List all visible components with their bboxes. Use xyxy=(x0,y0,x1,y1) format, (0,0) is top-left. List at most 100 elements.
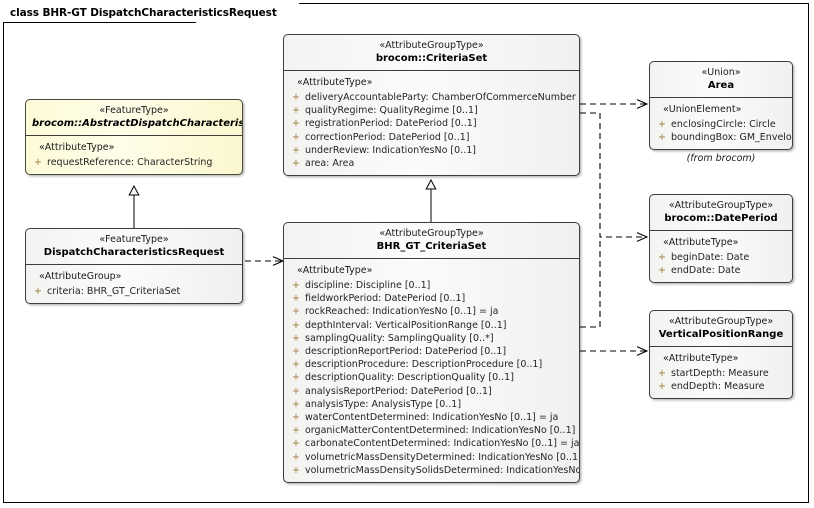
attribute-text: criteria: BHR_GT_CriteriaSet xyxy=(47,286,181,297)
attribute-row: + enclosingCircle: Circle xyxy=(650,118,792,131)
class-name: brocom::CriteriaSet xyxy=(375,53,488,64)
class-vertical-position-range[interactable]: «AttributeGroupType» VerticalPositionRan… xyxy=(649,310,793,400)
attribute-row: + volumetricMassDensitySolidsDetermined:… xyxy=(284,464,579,477)
attribute-text: volumetricMassDensityDetermined: Indicat… xyxy=(305,451,580,463)
visibility-marker: + xyxy=(292,412,300,424)
class-body: «AttributeGroup» + criteria: BHR_GT_Crit… xyxy=(26,265,242,303)
attribute-row: + samplingQuality: SamplingQuality [0..*… xyxy=(284,332,579,345)
attribute-row: + waterContentDetermined: IndicationYesN… xyxy=(284,411,579,424)
class-stereotype: «FeatureType» xyxy=(99,105,169,116)
visibility-marker: + xyxy=(292,293,300,305)
attribute-row: + fieldworkPeriod: DatePeriod [0..1] xyxy=(284,292,579,305)
attribute-text: underReview: IndicationYesNo [0..1] xyxy=(305,144,476,156)
attribute-text: descriptionReportPeriod: DatePeriod [0..… xyxy=(305,346,507,358)
visibility-marker: + xyxy=(658,119,666,130)
attribute-text: enclosingCircle: Circle xyxy=(671,119,776,130)
attribute-text: carbonateContentDetermined: IndicationYe… xyxy=(305,438,580,450)
attribute-text: discipline: Discipline [0..1] xyxy=(305,280,431,291)
class-stereotype: «AttributeGroupType» xyxy=(379,228,484,239)
attribute-row: + registrationPeriod: DatePeriod [0..1] xyxy=(284,117,579,130)
attribute-group-stereotype: «AttributeType» xyxy=(297,77,373,88)
attribute-text: registrationPeriod: DatePeriod [0..1] xyxy=(305,118,477,130)
attribute-text: endDate: Date xyxy=(671,265,741,277)
visibility-marker: + xyxy=(292,144,300,156)
attribute-row: + volumetricMassDensityDetermined: Indic… xyxy=(284,451,579,464)
attribute-row: + endDate: Date xyxy=(650,264,792,277)
visibility-marker: + xyxy=(292,306,300,318)
visibility-marker: + xyxy=(292,280,300,291)
visibility-marker: + xyxy=(292,319,300,331)
class-stereotype: «AttributeGroupType» xyxy=(668,200,774,211)
attribute-row: + analysisReportPeriod: DatePeriod [0..1… xyxy=(284,385,579,398)
visibility-marker: + xyxy=(292,372,300,384)
attribute-text: deliveryAccountableParty: ChamberOfComme… xyxy=(305,92,580,103)
class-body: «AttributeType» + deliveryAccountablePar… xyxy=(284,71,579,175)
attribute-group-stereotype: «AttributeType» xyxy=(663,353,739,364)
visibility-marker: + xyxy=(658,265,666,277)
attribute-text: correctionPeriod: DatePeriod [0..1] xyxy=(305,131,470,143)
attribute-row: + startDepth: Measure xyxy=(650,367,792,380)
visibility-marker: + xyxy=(292,464,300,476)
class-stereotype: «Union» xyxy=(701,67,741,78)
class-name: Area xyxy=(707,80,735,91)
attribute-row: + descriptionReportPeriod: DatePeriod [0… xyxy=(284,345,579,358)
class-abstract-dispatch-characteristics-request[interactable]: «FeatureType» brocom::AbstractDispatchCh… xyxy=(25,99,243,176)
attribute-text: beginDate: Date xyxy=(671,252,750,263)
class-bhr-gt-criteria-set[interactable]: «AttributeGroupType» BHR_GT_CriteriaSet … xyxy=(283,222,580,484)
class-stereotype: «FeatureType» xyxy=(99,234,169,245)
class-header: «FeatureType» brocom::AbstractDispatchCh… xyxy=(26,100,242,136)
class-header: «Union» Area xyxy=(650,62,792,98)
diagram-frame xyxy=(3,3,809,503)
attribute-group-stereotype: «AttributeType» xyxy=(663,237,739,248)
visibility-marker: + xyxy=(34,157,42,168)
attribute-text: boundingBox: GM_Envelope xyxy=(671,132,793,144)
attribute-row: + correctionPeriod: DatePeriod [0..1] xyxy=(284,131,579,144)
attribute-text: descriptionQuality: DescriptionQuality [… xyxy=(305,372,514,384)
attribute-text: requestReference: CharacterString xyxy=(47,157,213,168)
visibility-marker: + xyxy=(292,451,300,463)
attribute-text: analysisReportPeriod: DatePeriod [0..1] xyxy=(305,385,492,397)
class-body: «AttributeType» + requestReference: Char… xyxy=(26,136,242,174)
class-name: DispatchCharacteristicsRequest xyxy=(43,247,225,258)
class-area[interactable]: «Union» Area «UnionElement» + enclosingC… xyxy=(649,61,793,151)
attribute-text: rockReached: IndicationYesNo [0..1] = ja xyxy=(305,306,499,318)
attribute-row: + beginDate: Date xyxy=(650,251,792,264)
attribute-text: qualityRegime: QualityRegime [0..1] xyxy=(305,105,478,117)
attribute-row: + descriptionQuality: DescriptionQuality… xyxy=(284,371,579,384)
attribute-row: + criteria: BHR_GT_CriteriaSet xyxy=(26,285,242,298)
visibility-marker: + xyxy=(292,398,300,410)
visibility-marker: + xyxy=(292,438,300,450)
attribute-row: + area: Area xyxy=(284,157,579,170)
attribute-text: samplingQuality: SamplingQuality [0..*] xyxy=(305,332,494,344)
attribute-text: waterContentDetermined: IndicationYesNo … xyxy=(305,412,559,424)
class-brocom-date-period[interactable]: «AttributeGroupType» brocom::DatePeriod … xyxy=(649,194,793,284)
class-name: brocom::DatePeriod xyxy=(664,213,778,224)
attribute-row: + carbonateContentDetermined: Indication… xyxy=(284,437,579,450)
attribute-group-stereotype: «AttributeGroup» xyxy=(39,271,122,282)
attribute-group-stereotype: «AttributeType» xyxy=(297,265,373,276)
area-package-note: (from brocom) xyxy=(686,153,756,164)
attribute-row: + underReview: IndicationYesNo [0..1] xyxy=(284,144,579,157)
visibility-marker: + xyxy=(658,252,666,263)
attribute-row: + descriptionProcedure: DescriptionProce… xyxy=(284,358,579,371)
attribute-row: + organicMatterContentDetermined: Indica… xyxy=(284,424,579,437)
class-dispatch-characteristics-request[interactable]: «FeatureType» DispatchCharacteristicsReq… xyxy=(25,228,243,305)
class-stereotype: «AttributeGroupType» xyxy=(379,40,484,51)
class-brocom-criteria-set[interactable]: «AttributeGroupType» brocom::CriteriaSet… xyxy=(283,34,580,177)
class-header: «AttributeGroupType» BHR_GT_CriteriaSet xyxy=(284,223,579,259)
class-body: «AttributeType» + beginDate: Date + endD… xyxy=(650,231,792,282)
visibility-marker: + xyxy=(292,346,300,358)
attribute-text: endDepth: Measure xyxy=(671,381,765,393)
class-name: brocom::AbstractDispatchCharacteristicsR… xyxy=(32,118,242,129)
attribute-text: volumetricMassDensitySolidsDetermined: I… xyxy=(305,464,580,476)
attribute-row: + rockReached: IndicationYesNo [0..1] = … xyxy=(284,305,579,318)
visibility-marker: + xyxy=(34,286,42,297)
attribute-row: + analysisType: AnalysisType [0..1] xyxy=(284,398,579,411)
attribute-row: + endDepth: Measure xyxy=(650,380,792,393)
visibility-marker: + xyxy=(292,332,300,344)
class-body: «UnionElement» + enclosingCircle: Circle… xyxy=(650,98,792,149)
visibility-marker: + xyxy=(658,132,666,144)
class-body: «AttributeType» + startDepth: Measure + … xyxy=(650,347,792,398)
class-stereotype: «AttributeGroupType» xyxy=(668,316,774,327)
